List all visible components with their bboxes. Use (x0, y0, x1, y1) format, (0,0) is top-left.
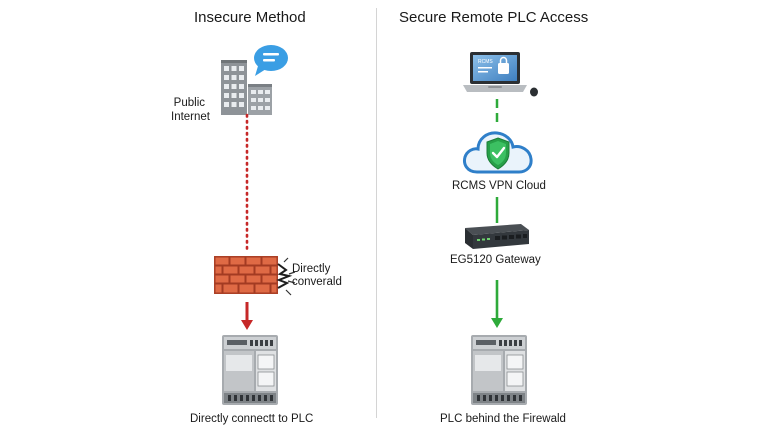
column-divider (376, 8, 377, 418)
secure-line-2 (495, 197, 499, 223)
wall-crack-icon (276, 257, 296, 296)
insecure-connection-line (245, 113, 249, 255)
brick-firewall-icon (214, 256, 278, 294)
office-building-icon (221, 60, 272, 115)
breach-label-line1: Directly (292, 263, 331, 275)
right-plc-label: PLC behind the Firewald (440, 413, 566, 425)
breach-label: Directly converald (292, 263, 342, 289)
vpn-cloud-label: RCMS VPN Cloud (452, 180, 546, 192)
secure-arrow (491, 280, 503, 328)
insecure-arrow (241, 302, 253, 330)
laptop-icon: RCMS (463, 52, 527, 92)
chat-bubble-icon (254, 45, 288, 76)
left-plc-label: Directly connectt to PLC (190, 413, 314, 425)
plc-device-icon (222, 335, 278, 405)
insecure-method-title: Insecure Method (194, 9, 306, 26)
secure-access-title: Secure Remote PLC Access (399, 9, 589, 26)
network-gateway-icon (465, 224, 529, 249)
laptop-screen-text: RCMS (478, 59, 493, 65)
breach-label-line2: converald (292, 276, 342, 288)
secure-line-1 (495, 99, 499, 123)
mouse-icon (530, 87, 538, 97)
cloud-shield-icon (463, 131, 533, 174)
plc-device-icon (471, 335, 527, 405)
public-internet-label-line2: Internet (171, 111, 210, 123)
gateway-label: EG5120 Gateway (450, 254, 541, 266)
public-internet-label-line1: Public (173, 97, 205, 109)
public-internet-label: Public Internet (171, 96, 210, 124)
